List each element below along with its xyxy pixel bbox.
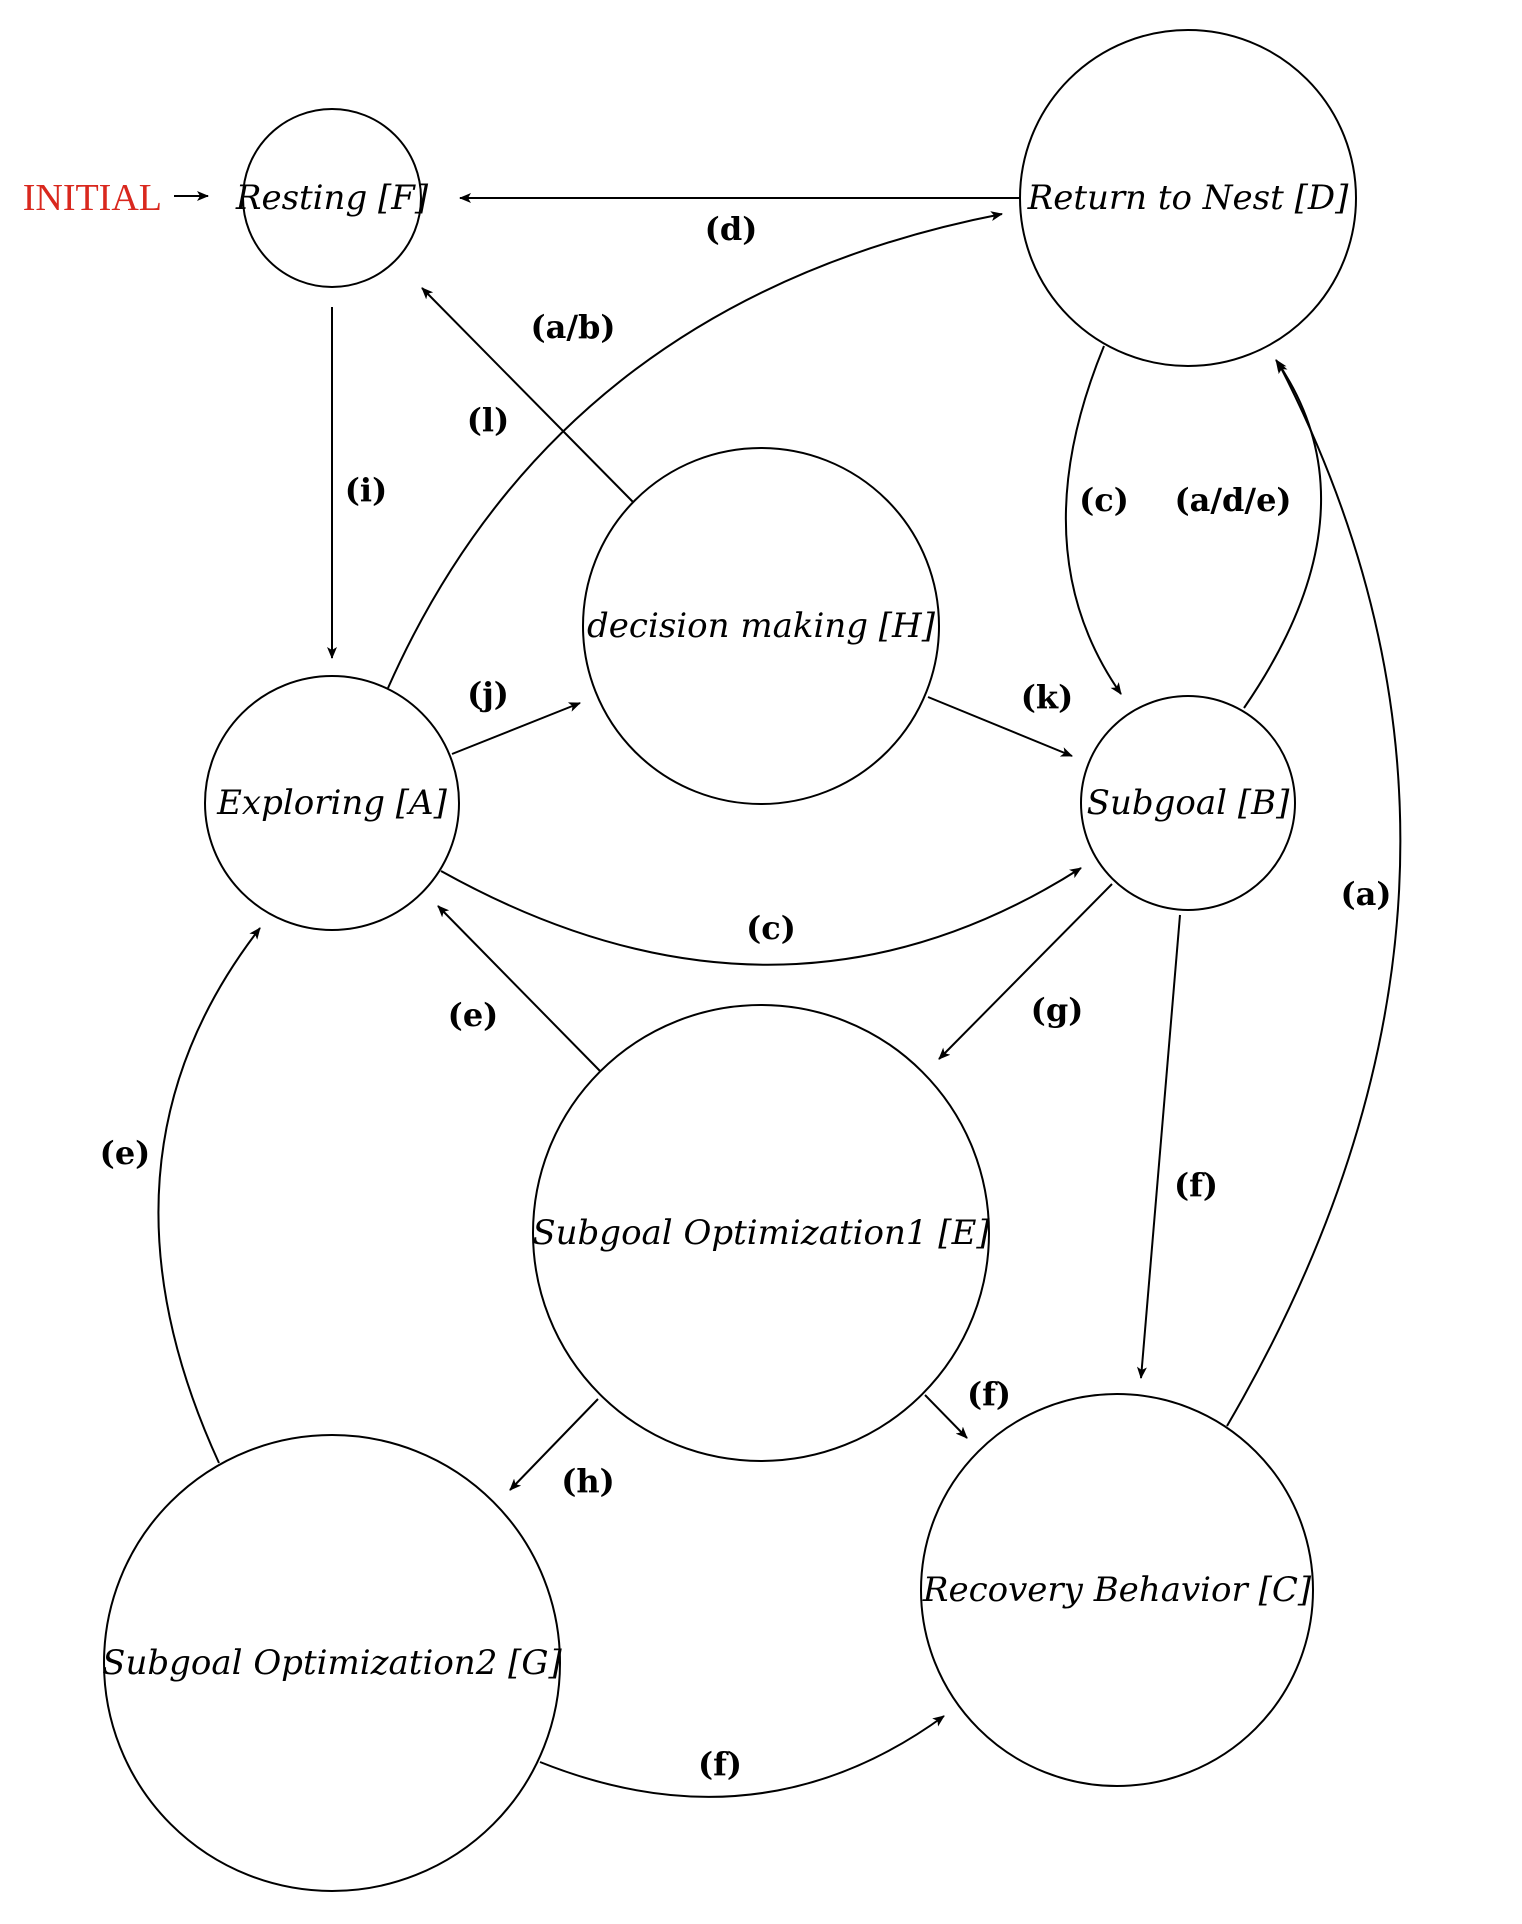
node-exploring: Exploring [A] (204, 675, 460, 931)
edge-label-a: (a) (1340, 875, 1391, 913)
initial-label: INITIAL (23, 177, 162, 219)
edge-decision-to-subgoal: (k) (927, 678, 1073, 757)
node-subgoal: Subgoal [B] (1080, 695, 1296, 911)
node-label-recovery-behavior: Recovery Behavior [C] (922, 1570, 1312, 1610)
edge-subgoal-to-return: (a/d/e) (1174, 359, 1322, 709)
edge-recovery-to-return: (a) (1226, 361, 1402, 1427)
edge-label-g: (g) (1031, 991, 1084, 1029)
edge-label-k: (k) (1021, 678, 1073, 716)
edge-return-to-subgoal: (c) (1064, 345, 1129, 695)
edge-label-e-middle: (e) (448, 996, 499, 1034)
edge-label-e-left: (e) (100, 1134, 151, 1172)
edge-optimization2-to-exploring: (e) (100, 927, 261, 1464)
node-subgoal-optimization1: Subgoal Optimization1 [E] (532, 1004, 990, 1462)
edge-label-c-lower: (c) (746, 909, 796, 947)
edge-optimization1-to-recovery: (f) (924, 1375, 1011, 1439)
edge-subgoal-to-optimization1: (g) (938, 883, 1113, 1060)
edge-exploring-to-subgoal: (c) (440, 867, 1082, 966)
edge-label-l: (l) (467, 401, 509, 439)
node-subgoal-optimization2: Subgoal Optimization2 [G] (102, 1434, 563, 1892)
node-label-subgoal: Subgoal [B] (1087, 783, 1290, 823)
edge-decision-to-resting: (l) (421, 287, 634, 503)
node-label-return-to-nest: Return to Nest [D] (1027, 178, 1349, 218)
edge-subgoal-to-recovery: (f) (1136, 914, 1218, 1379)
edge-exploring-to-return: (a/b) (387, 211, 1003, 689)
node-label-subgoal-optimization1: Subgoal Optimization1 [E] (532, 1213, 990, 1253)
edge-label-a-b: (a/b) (530, 308, 615, 346)
node-label-exploring: Exploring [A] (216, 783, 448, 823)
edge-label-j: (j) (467, 675, 509, 713)
node-recovery-behavior: Recovery Behavior [C] (920, 1393, 1314, 1787)
node-resting: Resting [F] (235, 108, 429, 288)
edge-label-f-right: (f) (1174, 1166, 1218, 1204)
edge-resting-to-exploring: (i) (327, 307, 387, 659)
edge-optimization2-to-recovery: (f) (539, 1715, 945, 1798)
edge-label-i: (i) (345, 471, 387, 509)
edge-optimization1-to-exploring: (e) (437, 905, 601, 1072)
edge-label-a-d-e: (a/d/e) (1174, 481, 1291, 519)
edge-exploring-to-decision: (j) (451, 675, 581, 755)
edge-label-f-bottom: (f) (698, 1745, 742, 1783)
edge-return-to-resting: (d) (459, 193, 1020, 248)
node-return-to-nest: Return to Nest [D] (1019, 29, 1357, 367)
edge-label-c-upper: (c) (1079, 481, 1129, 519)
node-decision-making: decision making [H] (582, 447, 940, 805)
node-label-decision-making: decision making [H] (587, 606, 936, 646)
node-label-resting: Resting [F] (235, 178, 429, 218)
edge-label-d: (d) (705, 210, 758, 248)
edge-label-f-middle: (f) (967, 1375, 1011, 1413)
node-label-subgoal-optimization2: Subgoal Optimization2 [G] (102, 1643, 562, 1683)
edge-optimization1-to-optimization2: (h) (509, 1398, 615, 1500)
edge-label-h: (h) (561, 1462, 615, 1500)
